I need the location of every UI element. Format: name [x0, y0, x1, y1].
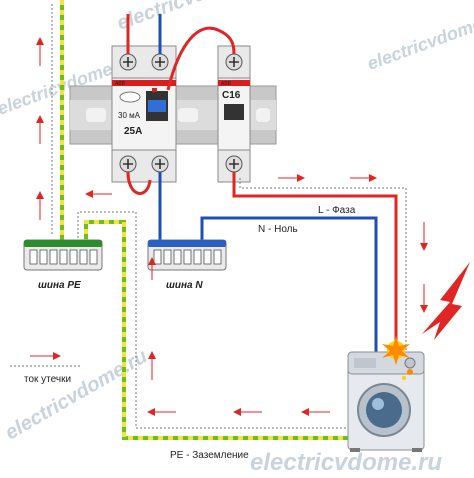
- pe-ground-label: PE - Заземление: [170, 450, 249, 461]
- washing-machine-icon: [347, 351, 425, 452]
- leak-current-label: ток утечки: [24, 374, 71, 385]
- phase-label: L - Фаза: [318, 205, 356, 216]
- circuit-breaker: ABB C16: [217, 45, 251, 183]
- rcd-rating: 25A: [124, 126, 142, 137]
- n-bus-label: шина N: [166, 280, 203, 291]
- phase-wire: [232, 172, 398, 352]
- leakage-arrows: [36, 37, 428, 416]
- incoming-wires: [126, 14, 236, 91]
- watermark-top: electricvdome.ru: [114, 0, 272, 35]
- pe-bus-label: шина PE: [38, 280, 81, 291]
- breaker-rating: C16: [222, 90, 241, 101]
- rcd-phase-link: [126, 171, 152, 195]
- pe-bus: [23, 239, 103, 271]
- rcd-device: ABB 30 мА 25A: [111, 45, 177, 183]
- rcd-sensitivity: 30 мА: [118, 111, 141, 120]
- n-bus: [147, 239, 227, 271]
- leakage-path: [51, 4, 407, 429]
- pe-wire: [84, 220, 350, 440]
- watermark-bottom: electricvdome.ru: [250, 449, 442, 476]
- watermark-mid: electricvdome.ru: [2, 345, 152, 444]
- lightning-icon: [422, 262, 470, 340]
- neutral-wire: [200, 216, 378, 352]
- watermark-right: electricvdome.ru: [365, 6, 474, 74]
- breaker-brand: ABB: [221, 81, 232, 87]
- spark-icon: [382, 336, 413, 380]
- rcd-brand: ABB: [115, 81, 126, 87]
- neutral-label: N - Ноль: [258, 224, 298, 235]
